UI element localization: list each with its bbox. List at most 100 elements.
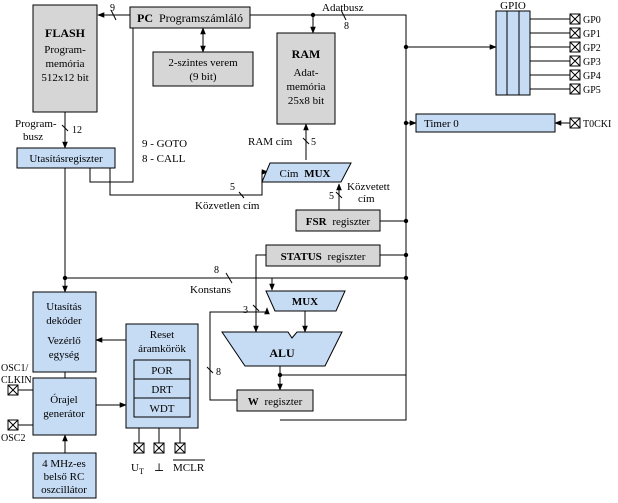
ram-addr-label: RAM cím xyxy=(248,136,293,148)
labels: Adatbusz 8 9 Program- busz 12 9 - GOTO 8… xyxy=(15,2,390,378)
goto-label: 9 - GOTO xyxy=(142,138,187,150)
svg-text:STATUS regiszter: STATUS regiszter xyxy=(281,251,366,263)
osc-pins: OSC1/ CLKIN OSC2 xyxy=(1,363,32,444)
reset-item: WDT xyxy=(149,403,174,415)
ut-sub: T xyxy=(139,467,144,476)
ground-symbol: ⊥ xyxy=(154,462,164,474)
width-label: 12 xyxy=(72,125,82,136)
flash-line: 512x12 bit xyxy=(41,72,88,84)
stack: 2-szintes verem (9 bit) xyxy=(152,51,254,87)
rc-line: 4 MHz-es xyxy=(42,458,86,470)
gpio-pins: GP0 GP1 GP2 GP3 GP4 GP5 xyxy=(569,13,601,96)
decoder-line: Utasítás xyxy=(46,301,81,313)
width-label: 9 xyxy=(110,3,115,14)
svg-text:UT: UT xyxy=(131,462,144,476)
fsr-suffix: regiszter xyxy=(332,216,370,228)
w-suffix: regiszter xyxy=(264,396,302,408)
instr-reg-label: Utasításregiszter xyxy=(29,153,103,165)
reset-item: POR xyxy=(151,365,173,377)
gpio-pin-label: GP5 xyxy=(583,85,601,96)
gpio-pin: GP2 xyxy=(569,41,601,54)
ut-label: U xyxy=(131,462,139,474)
program-bus-label: busz xyxy=(23,131,43,143)
width-label: 8 xyxy=(216,367,221,378)
gpio-pin-label: GP4 xyxy=(583,71,601,82)
mux: MUX xyxy=(265,290,346,312)
gpio-pin: GP1 xyxy=(569,27,601,40)
osc1-label: CLKIN xyxy=(1,375,32,386)
ram-line: 25x8 bit xyxy=(288,95,324,107)
call-label: 8 - CALL xyxy=(142,153,186,165)
gpio-pin: GP3 xyxy=(569,55,601,68)
ram-title: RAM xyxy=(292,47,321,61)
junctions xyxy=(62,12,409,378)
ram-line: Adat- xyxy=(293,67,318,79)
svg-text:FSR regiszter: FSR regiszter xyxy=(306,216,371,228)
gpio-pin-label: GP3 xyxy=(583,57,601,68)
instruction-register: Utasításregiszter xyxy=(16,147,116,169)
addr-mux-suffix: MUX xyxy=(304,168,330,180)
gpio-title: GPIO xyxy=(500,0,526,12)
w-abbr: W xyxy=(248,396,259,408)
reset-item: DRT xyxy=(151,384,173,396)
gpio-pin: GP4 xyxy=(569,69,601,82)
width-label: 5 xyxy=(230,182,235,193)
flash-title: FLASH xyxy=(45,26,86,40)
reset-line: áramkörök xyxy=(138,343,186,355)
status-abbr: STATUS xyxy=(281,251,322,263)
indirect-addr-label: cím xyxy=(358,193,375,205)
stack-line: 2-szintes verem xyxy=(168,57,238,69)
reset-circuits: Reset áramkörök POR DRT WDT xyxy=(125,323,199,429)
wires xyxy=(18,9,570,453)
data-bus-label: Adatbusz xyxy=(322,2,364,14)
flash-memory: FLASH Program- memória 512x12 bit xyxy=(32,4,98,113)
pc-abbr: PC xyxy=(137,11,153,25)
flash-line: memória xyxy=(45,58,84,70)
rc-line: oszcillátor xyxy=(41,484,87,496)
gpio-pin: GP0 xyxy=(569,13,601,26)
width-label: 3 xyxy=(243,305,248,316)
reset-line: Reset xyxy=(150,329,174,341)
reset-pins: UT ⊥ MCLR xyxy=(131,442,205,476)
fsr-register: FSR regiszter xyxy=(295,209,381,232)
clock-line: generátor xyxy=(43,408,85,420)
status-suffix: regiszter xyxy=(328,251,366,263)
alu: ALU xyxy=(221,331,343,367)
rc-line: belső RC xyxy=(44,471,85,483)
program-bus-label: Program- xyxy=(15,118,57,130)
decoder-line: Vezérlő xyxy=(47,335,81,347)
indirect-addr-label: Közvetett xyxy=(347,181,390,193)
osc2-label: OSC2 xyxy=(1,433,25,444)
width-label: 8 xyxy=(214,265,219,276)
gpio-pin: GP5 xyxy=(569,83,601,96)
rc-oscillator: 4 MHz-es belső RC oszcillátor xyxy=(32,452,97,499)
addr-mux-prefix: Cím xyxy=(280,168,299,180)
svg-text:PC Programszámláló: PC Programszámláló xyxy=(137,11,243,25)
decoder-line: dekóder xyxy=(46,315,82,327)
address-mux: Cím MUX xyxy=(261,162,352,183)
svg-text:W regiszter: W regiszter xyxy=(248,396,303,408)
flash-line: Program- xyxy=(44,44,86,56)
width-label: 5 xyxy=(329,191,334,202)
decoder-line: egység xyxy=(49,349,80,361)
gpio-pin-label: GP2 xyxy=(583,43,601,54)
ram-line: memória xyxy=(286,81,325,93)
width-label: 8 xyxy=(344,21,349,32)
pc-label: Programszámláló xyxy=(159,11,243,25)
mclr-label: MCLR xyxy=(173,462,205,474)
timer0-label: Timer 0 xyxy=(424,118,459,130)
gpio-pin-label: GP0 xyxy=(583,15,601,26)
t0cki-pin-label: T0CKI xyxy=(583,119,611,130)
w-register: W regiszter xyxy=(236,389,314,412)
mux-label: MUX xyxy=(292,296,318,308)
constant-label: Konstans xyxy=(190,284,231,296)
clock-line: Órajel xyxy=(50,394,77,406)
ram-memory: RAM Adat- memória 25x8 bit xyxy=(276,32,336,125)
stack-line: (9 bit) xyxy=(189,71,217,83)
program-counter: PC Programszámláló xyxy=(129,6,251,29)
clock-generator: Órajel generátor xyxy=(32,377,97,436)
instruction-decoder: Utasítás dekóder Vezérlő egység xyxy=(32,291,97,373)
svg-text:Cím MUX: Cím MUX xyxy=(280,168,331,180)
osc1-label: OSC1/ xyxy=(1,363,28,374)
